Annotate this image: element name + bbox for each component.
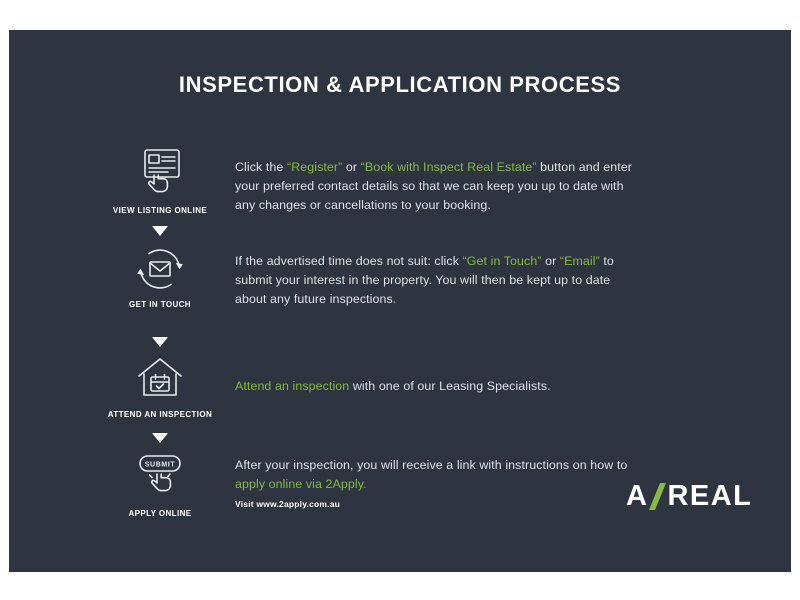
down-arrow-icon bbox=[152, 433, 168, 443]
desc-segment: to submit your interest in the property.… bbox=[235, 254, 614, 306]
down-arrow-icon bbox=[152, 226, 168, 236]
desc-segment: Click the bbox=[235, 160, 287, 174]
house-calendar-icon bbox=[134, 355, 186, 401]
email-sync-icon bbox=[137, 246, 183, 292]
step-description: Attend an inspection with one of our Lea… bbox=[235, 377, 637, 396]
step-label-apply-online: APPLY ONLINE bbox=[128, 509, 192, 518]
dark-panel: INSPECTION & APPLICATION PROCESS VIEW LI… bbox=[9, 30, 791, 572]
areal-logo: A REAL bbox=[626, 480, 752, 513]
desc-segment-accent: “Get in Touch” bbox=[462, 254, 542, 268]
down-arrow-icon bbox=[152, 337, 168, 347]
logo-slash-icon bbox=[649, 483, 667, 510]
desc-segment-accent: “Register” bbox=[286, 160, 343, 174]
step-label-attend-an-inspection: ATTEND AN INSPECTION bbox=[107, 410, 213, 419]
page-title: INSPECTION & APPLICATION PROCESS bbox=[178, 72, 622, 97]
listing-document-with-cursor-icon bbox=[138, 147, 182, 197]
submit-button-cursor-icon: SUBMIT bbox=[137, 452, 183, 500]
desc-segment: After your inspection, you will receive … bbox=[235, 458, 628, 472]
desc-segment: If the advertised time does not suit: cl… bbox=[235, 254, 463, 268]
desc-segment-accent: Attend an inspection bbox=[235, 379, 350, 393]
logo-text-first: A bbox=[626, 480, 649, 512]
logo-text-second: REAL bbox=[667, 480, 753, 512]
desc-segment: with one of our Leasing Specialists. bbox=[349, 379, 551, 393]
desc-segment-accent: “Book with Inspect Real Estate” bbox=[360, 160, 537, 174]
step-description: If the advertised time does not suit: cl… bbox=[235, 252, 637, 309]
visit-url-note: Visit www.2apply.com.au bbox=[235, 499, 341, 509]
desc-segment-accent: “Email” bbox=[559, 254, 600, 268]
step-description: Click the “Register” or “Book with Inspe… bbox=[235, 158, 637, 215]
step-label-view-listing-online: VIEW LISTING ONLINE bbox=[112, 206, 208, 215]
desc-segment: or bbox=[342, 160, 361, 174]
desc-segment-accent: apply online via 2Apply. bbox=[235, 476, 367, 491]
step-label-get-in-touch: GET IN TOUCH bbox=[129, 300, 191, 309]
step-description: After your inspection, you will receive … bbox=[235, 456, 637, 494]
desc-segment: or bbox=[541, 254, 560, 268]
desc-segment: button and enter your preferred contact … bbox=[235, 160, 633, 212]
submit-button-text: SUBMIT bbox=[145, 461, 176, 468]
